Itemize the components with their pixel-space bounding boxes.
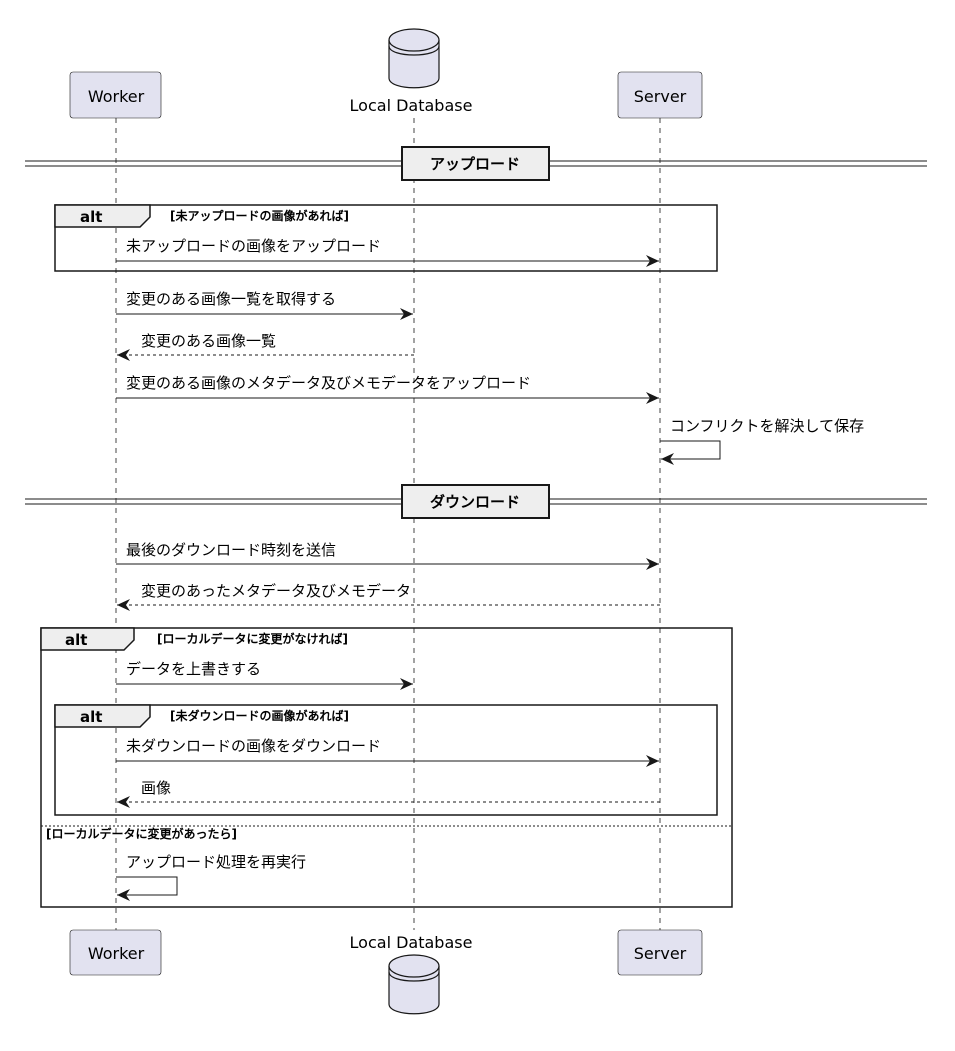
alt-keyword: alt	[65, 631, 87, 649]
message-m8: データを上書きする	[116, 660, 413, 690]
message-m9: 未ダウンロードの画像をダウンロード	[116, 737, 659, 767]
database-icon	[388, 954, 440, 1015]
message-m1: 未アップロードの画像をアップロード	[116, 237, 659, 267]
alt-keyword: alt	[80, 208, 102, 226]
alt-guard: [未ダウンロードの画像があれば]	[170, 708, 349, 723]
divider-download: ダウンロード	[25, 484, 927, 519]
message-m4: 変更のある画像のメタデータ及びメモデータをアップロード	[116, 374, 659, 404]
message-m5: コンフリクトを解決して保存	[660, 417, 864, 465]
participant-db-bottom: Local Database	[350, 933, 473, 1015]
participant-label: Local Database	[350, 96, 473, 115]
message-label: アップロード処理を再実行	[126, 853, 306, 871]
message-label: 画像	[141, 779, 171, 797]
message-m7: 変更のあったメタデータ及びメモデータ	[117, 582, 660, 611]
message-label: 最後のダウンロード時刻を送信	[126, 541, 336, 559]
participant-server-top: Server	[617, 71, 703, 119]
divider-upload: アップロード	[25, 146, 927, 181]
participant-db-top: Local Database	[350, 28, 473, 115]
message-label: 変更のある画像のメタデータ及びメモデータをアップロード	[126, 374, 531, 392]
message-label: コンフリクトを解決して保存	[670, 417, 864, 435]
message-m3: 変更のある画像一覧	[117, 332, 414, 361]
message-label: 未アップロードの画像をアップロード	[126, 237, 381, 255]
alt-fragment-download: alt [未ダウンロードの画像があれば]	[54, 704, 718, 816]
message-label: 変更のあったメタデータ及びメモデータ	[141, 582, 411, 600]
alt-keyword: alt	[80, 708, 102, 726]
alt-guard: [未アップロードの画像があれば]	[170, 208, 349, 223]
message-m2: 変更のある画像一覧を取得する	[116, 290, 413, 320]
participant-worker-top: Worker	[69, 71, 162, 119]
database-icon	[388, 28, 440, 89]
else-guard: [ローカルデータに変更があったら]	[46, 826, 237, 841]
divider-label: アップロード	[430, 155, 520, 173]
message-m10: 画像	[117, 779, 660, 808]
message-m11: アップロード処理を再実行	[116, 853, 306, 901]
message-label: データを上書きする	[126, 660, 261, 678]
divider-label: ダウンロード	[430, 493, 520, 511]
participant-label: Local Database	[350, 933, 473, 952]
message-label: 変更のある画像一覧	[141, 332, 276, 350]
message-label: 変更のある画像一覧を取得する	[126, 290, 336, 308]
message-m6: 最後のダウンロード時刻を送信	[116, 541, 659, 570]
participant-worker-bottom: Worker	[69, 929, 162, 976]
participant-label: Worker	[88, 944, 145, 963]
alt-fragment-local-changes: alt [ローカルデータに変更がなければ] [ローカルデータに変更があったら]	[40, 627, 733, 908]
alt-guard: [ローカルデータに変更がなければ]	[157, 631, 348, 646]
message-label: 未ダウンロードの画像をダウンロード	[126, 737, 381, 755]
participant-server-bottom: Server	[617, 929, 703, 976]
participant-label: Server	[634, 944, 687, 963]
alt-fragment-upload: alt [未アップロードの画像があれば]	[54, 204, 718, 272]
participant-label: Worker	[88, 87, 145, 106]
participant-label: Server	[634, 87, 687, 106]
